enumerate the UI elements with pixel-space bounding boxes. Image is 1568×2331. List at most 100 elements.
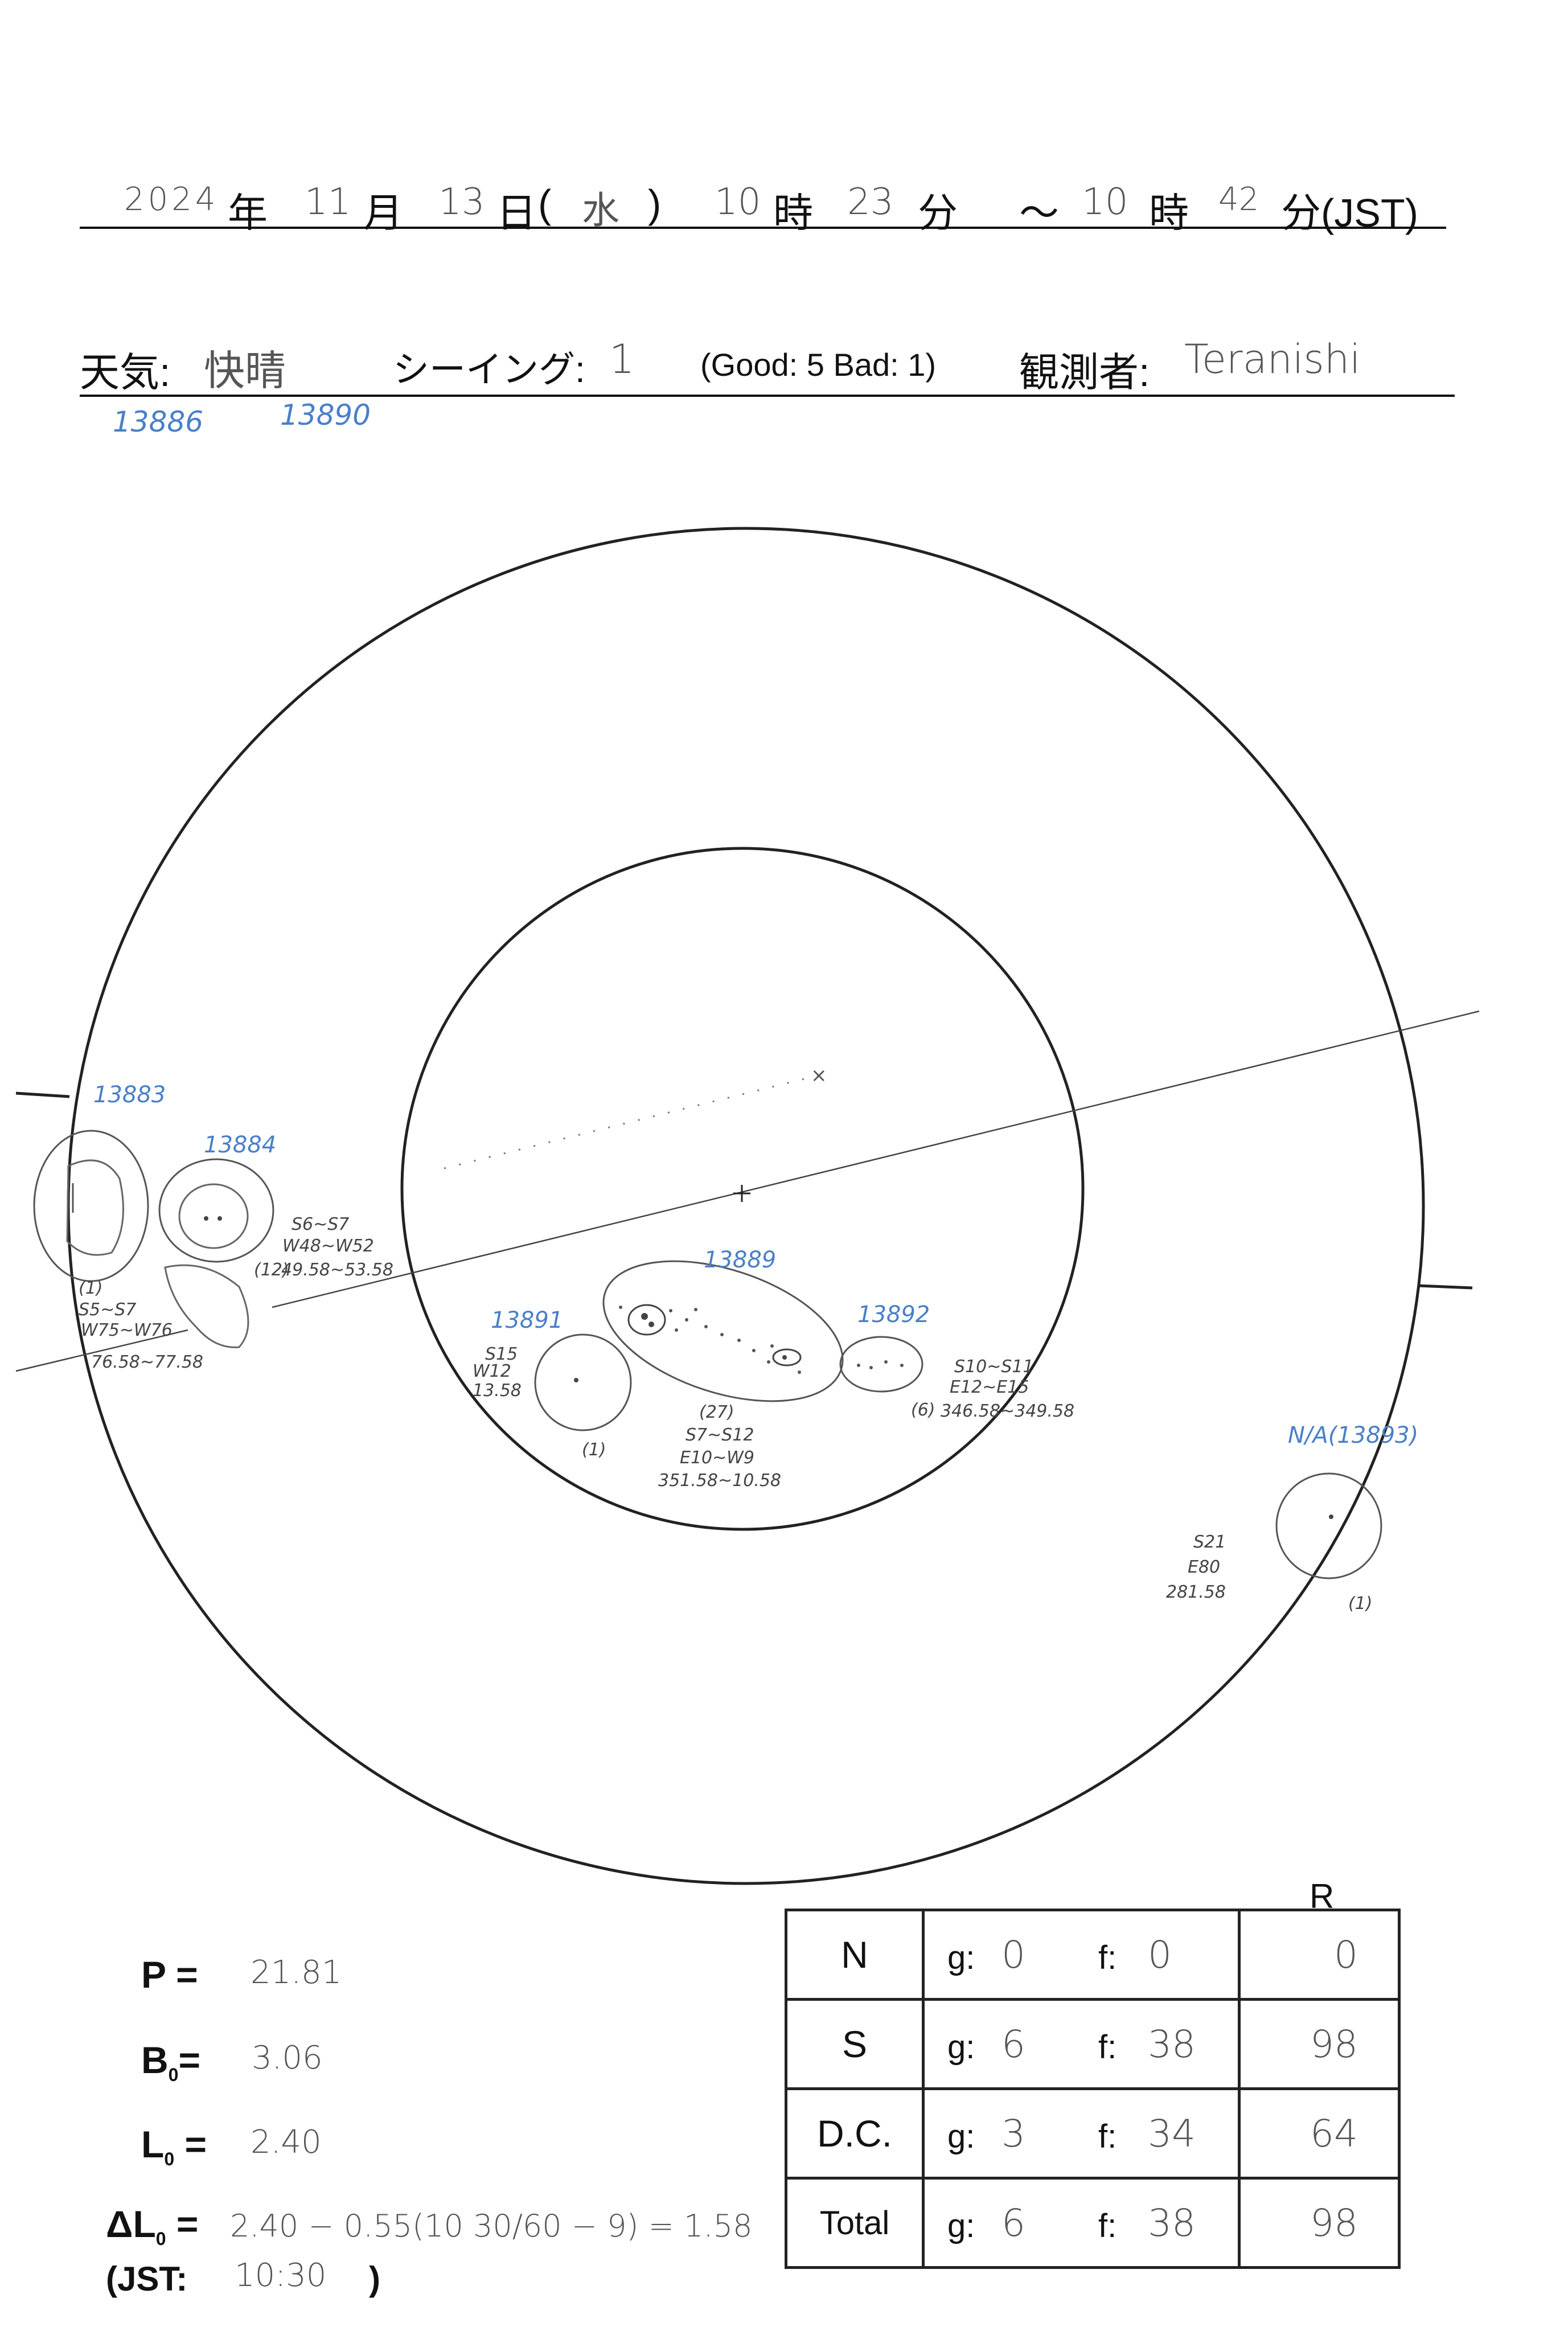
start-min-value: 23 [847,181,894,223]
g-label: g: [947,2118,975,2155]
l0-equals: = [174,2123,207,2165]
west-tick-mark [1417,1284,1473,1290]
region-label-13892: 13892 [857,1302,930,1328]
jst-close: ) [369,2260,380,2298]
gf-cell: g: 0 f: 0 [922,1909,1241,2001]
solar-disk-drawing: × 13883 13884 13891 13889 13892 N/A(1389… [15,527,1480,1885]
f-label: f: [1098,1939,1117,1976]
f-value: 34 [1148,2112,1196,2156]
g-label: g: [947,1939,975,1976]
l0-subscript: 0 [164,2149,175,2170]
dl0-label: ΔL0 = [106,2202,198,2250]
end-min-value: 42 [1218,181,1259,218]
g-label: g: [947,2029,975,2066]
annot-13889-cm: 351.58~10.58 [658,1471,781,1491]
p-value: 21.81 [251,1954,342,1991]
jst-value: 10:30 [235,2257,327,2294]
b0-equals: = [178,2039,201,2081]
annot-13891-count: (1) [582,1440,606,1460]
table-row: D.C. g: 3 f: 34 64 [785,2087,1401,2180]
east-tick-mark [15,1091,70,1098]
b0-letter: B [141,2039,169,2081]
annot-13883-cm: 76.58~77.58 [91,1352,203,1372]
jst-label: (JST: [106,2260,188,2298]
b0-subscript: 0 [168,2065,179,2086]
annot-13891-lon: W12 [473,1361,511,1381]
annot-13889-lat: S7~S12 [686,1425,754,1445]
annot-13892-lon: E12~E15 [950,1377,1029,1397]
gf-cell: g: 3 f: 34 [922,2087,1241,2180]
day-value: 13 [438,181,485,223]
sunspot-region-13884-outline [158,1158,274,1263]
end-hour-value: 10 [1082,181,1128,223]
f-label: f: [1098,2029,1117,2066]
table-row: S g: 6 f: 38 98 [785,1998,1401,2090]
sunspot-13892-spots [857,1360,904,1369]
annot-13883-lat: S5~S7 [79,1300,136,1320]
seeing-value: 1 [609,336,635,383]
inner-circle [400,847,1085,1531]
seeing-scale: (Good: 5 Bad: 1) [700,347,937,383]
r-column-header: R [1310,1877,1335,1915]
f-label: f: [1098,2207,1117,2244]
annot-13884-cm: 49.58~53.58 [281,1260,393,1280]
annot-13883-count: (1) [79,1278,103,1298]
faculae-13884-outline [164,1264,249,1348]
observer-label: 観測者: [1019,350,1150,395]
annot-13889-lon: E10~W9 [680,1448,754,1468]
table-row: Total g: 6 f: 38 98 [785,2177,1401,2269]
g-value: 0 [1001,1933,1025,1977]
sunspot-region-13891-outline [534,1333,632,1431]
dl0-letter: ΔL [106,2203,156,2245]
annot-13884-count: (12) [254,1260,289,1280]
f-value: 38 [1148,2022,1196,2066]
month-value: 11 [305,181,351,223]
row-label: N [785,1909,925,2001]
p-label: P = [141,1954,198,1996]
annot-13893-cm: 281.58 [1166,1582,1226,1602]
r-value: 98 [1310,2201,1358,2245]
sunspot-region-13893-outline [1275,1472,1382,1579]
r-cell: 0 [1238,1909,1401,2001]
sunspot-13883-penumbra [66,1159,124,1256]
region-label-13890: 13890 [280,399,371,432]
year-value: 2024 [124,181,219,218]
dl0-subscript: 0 [155,2229,166,2250]
region-label-13883: 13883 [93,1082,166,1108]
g-value: 3 [1001,2112,1025,2156]
annot-13884-lat: S6~S7 [292,1214,349,1234]
annot-13893-lat: S21 [1193,1532,1226,1552]
outer-limb-circle [67,527,1425,1885]
row-label: S [785,1998,925,2090]
l0-value: 2.40 [251,2124,322,2161]
sunspot-13884-penumbra [178,1183,249,1249]
row-label: D.C. [785,2087,925,2180]
annot-13892-count: (6) [911,1400,935,1420]
start-hour-value: 10 [715,181,761,223]
sunspot-13889-small-spots [619,1306,801,1374]
solar-equator-line [272,1010,1480,1308]
r-cell: 64 [1238,2087,1401,2180]
r-value: 98 [1310,2022,1358,2066]
sunspot-13884-umbra-a [204,1216,208,1221]
seeing-label: シーイング: [393,349,585,390]
annot-13889-count: (27) [699,1402,734,1422]
gf-cell: g: 6 f: 38 [922,1998,1241,2090]
conditions-underline [80,395,1455,397]
weather-label: 天気: [80,350,171,395]
annot-13892-cm: 346.58~349.58 [941,1401,1074,1421]
l0-label: L0 = [141,2123,207,2170]
sunspot-13889-leader [627,1304,666,1336]
r-value: 64 [1310,2112,1358,2156]
r-cell: 98 [1238,1998,1401,2090]
region-label-13891: 13891 [491,1307,563,1333]
annot-13883-lon: W75~W76 [81,1320,173,1340]
f-label: f: [1098,2118,1117,2155]
cross-mark: × [811,1064,827,1087]
b0-label: B0= [141,2038,200,2086]
g-value: 6 [1001,2022,1025,2066]
sunspot-13891-spot [574,1378,578,1382]
table-row: N g: 0 f: 0 0 [785,1909,1401,2001]
row-label: Total [785,2177,925,2269]
l0-letter: L [141,2123,165,2165]
